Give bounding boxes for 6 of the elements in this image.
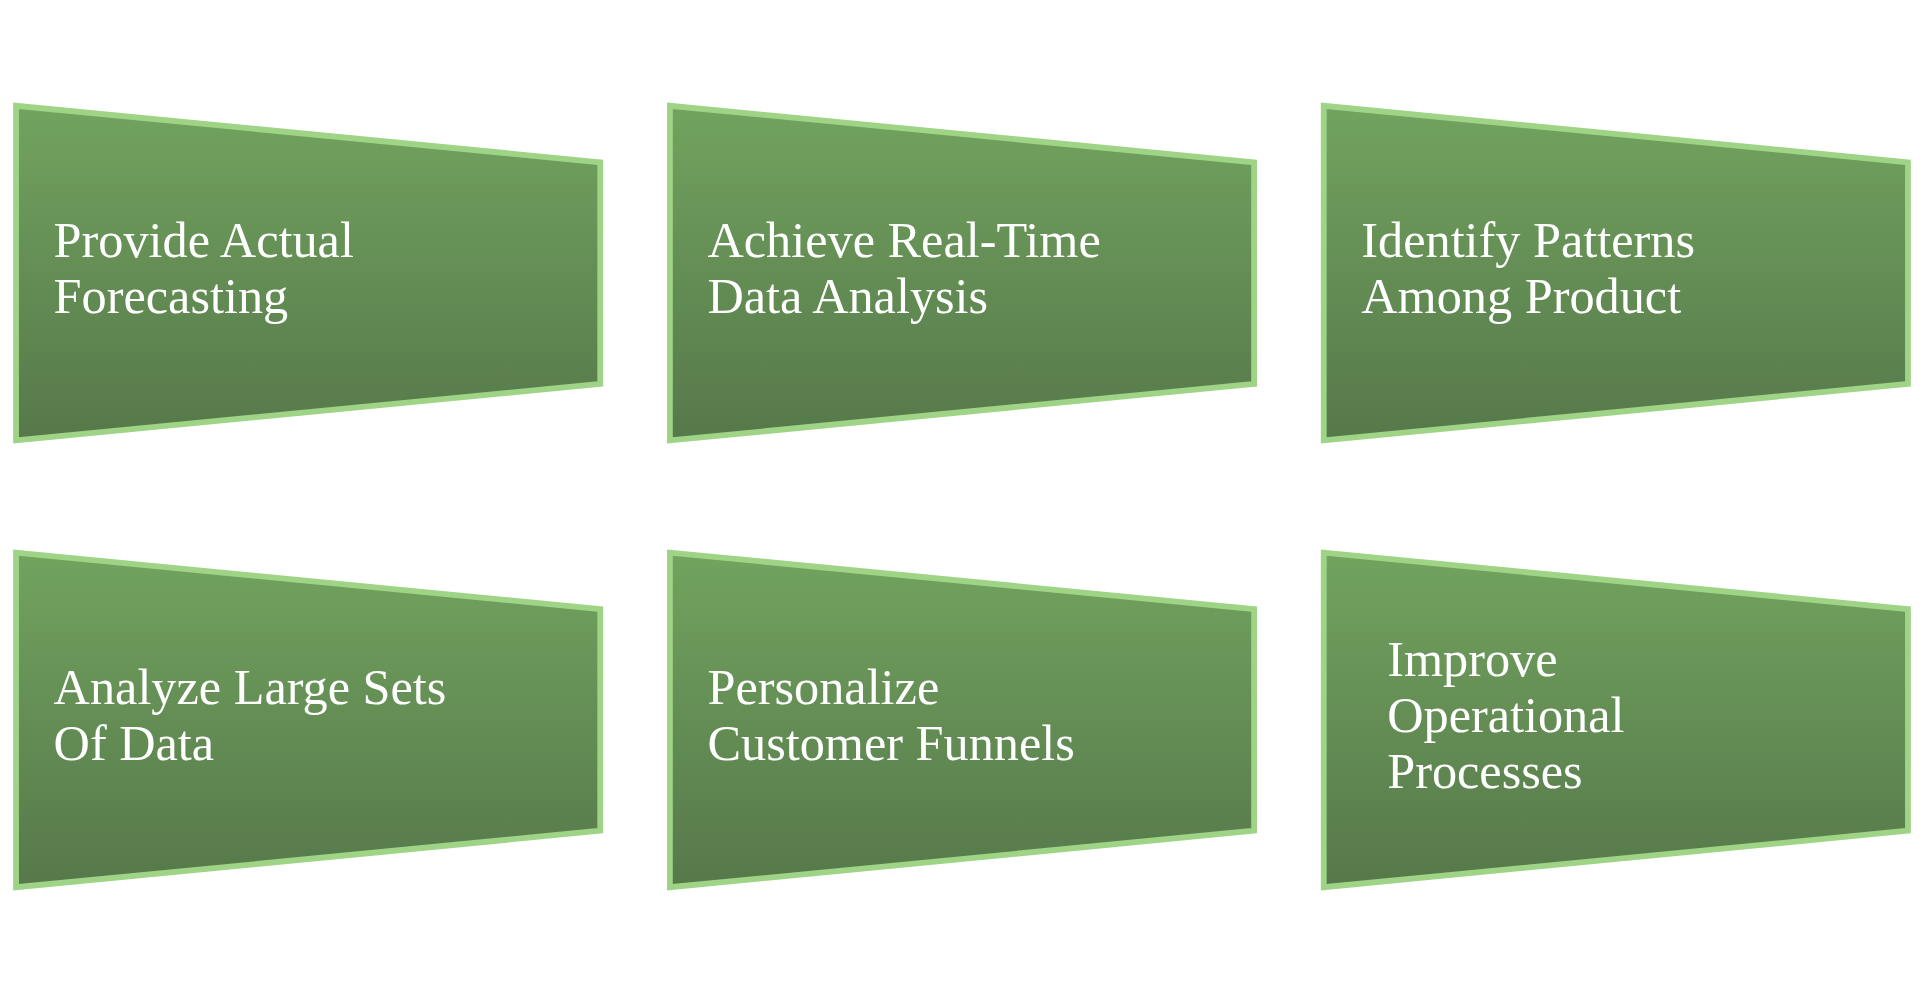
node-box: Provide Actual Forecasting <box>13 102 604 444</box>
node-box: Identify Patterns Among Product <box>1320 102 1911 444</box>
node-box: Improve Operational Processes <box>1320 549 1911 891</box>
node-box: Analyze Large Sets Of Data <box>13 549 604 891</box>
node-box: Achieve Real-Time Data Analysis <box>667 102 1257 444</box>
node-box: Personalize Customer Funnels <box>667 549 1257 891</box>
